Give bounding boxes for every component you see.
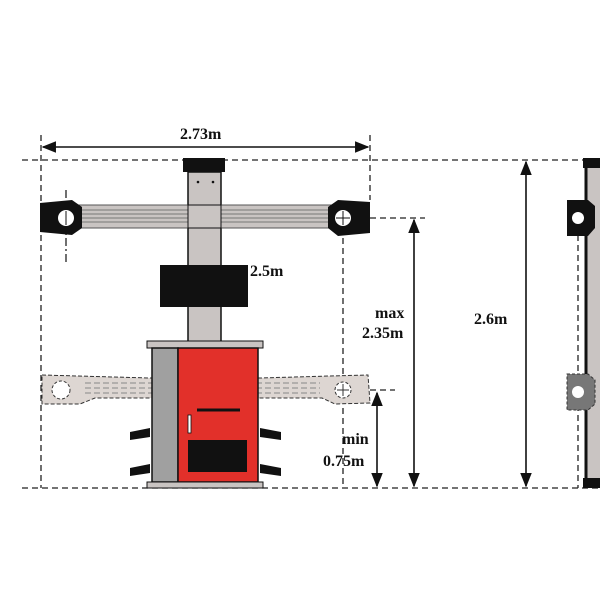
upper-crossbar	[77, 204, 335, 229]
min-value: 0.75m	[323, 453, 365, 470]
width-label: 2.73m	[180, 126, 222, 143]
reference-lines	[22, 135, 600, 489]
column	[183, 158, 225, 343]
camera-beam-label: 2.5m	[250, 263, 284, 280]
cabinet	[146, 340, 264, 489]
camera-head-right	[328, 200, 370, 236]
total-height-label: 2.6m	[474, 311, 508, 328]
max-value: 2.35m	[362, 325, 404, 342]
camera-head-left	[40, 200, 82, 235]
max-label: max	[375, 305, 404, 322]
min-label: min	[342, 431, 369, 448]
feet	[130, 428, 281, 476]
camera-box	[160, 265, 248, 307]
side-view	[566, 158, 600, 488]
